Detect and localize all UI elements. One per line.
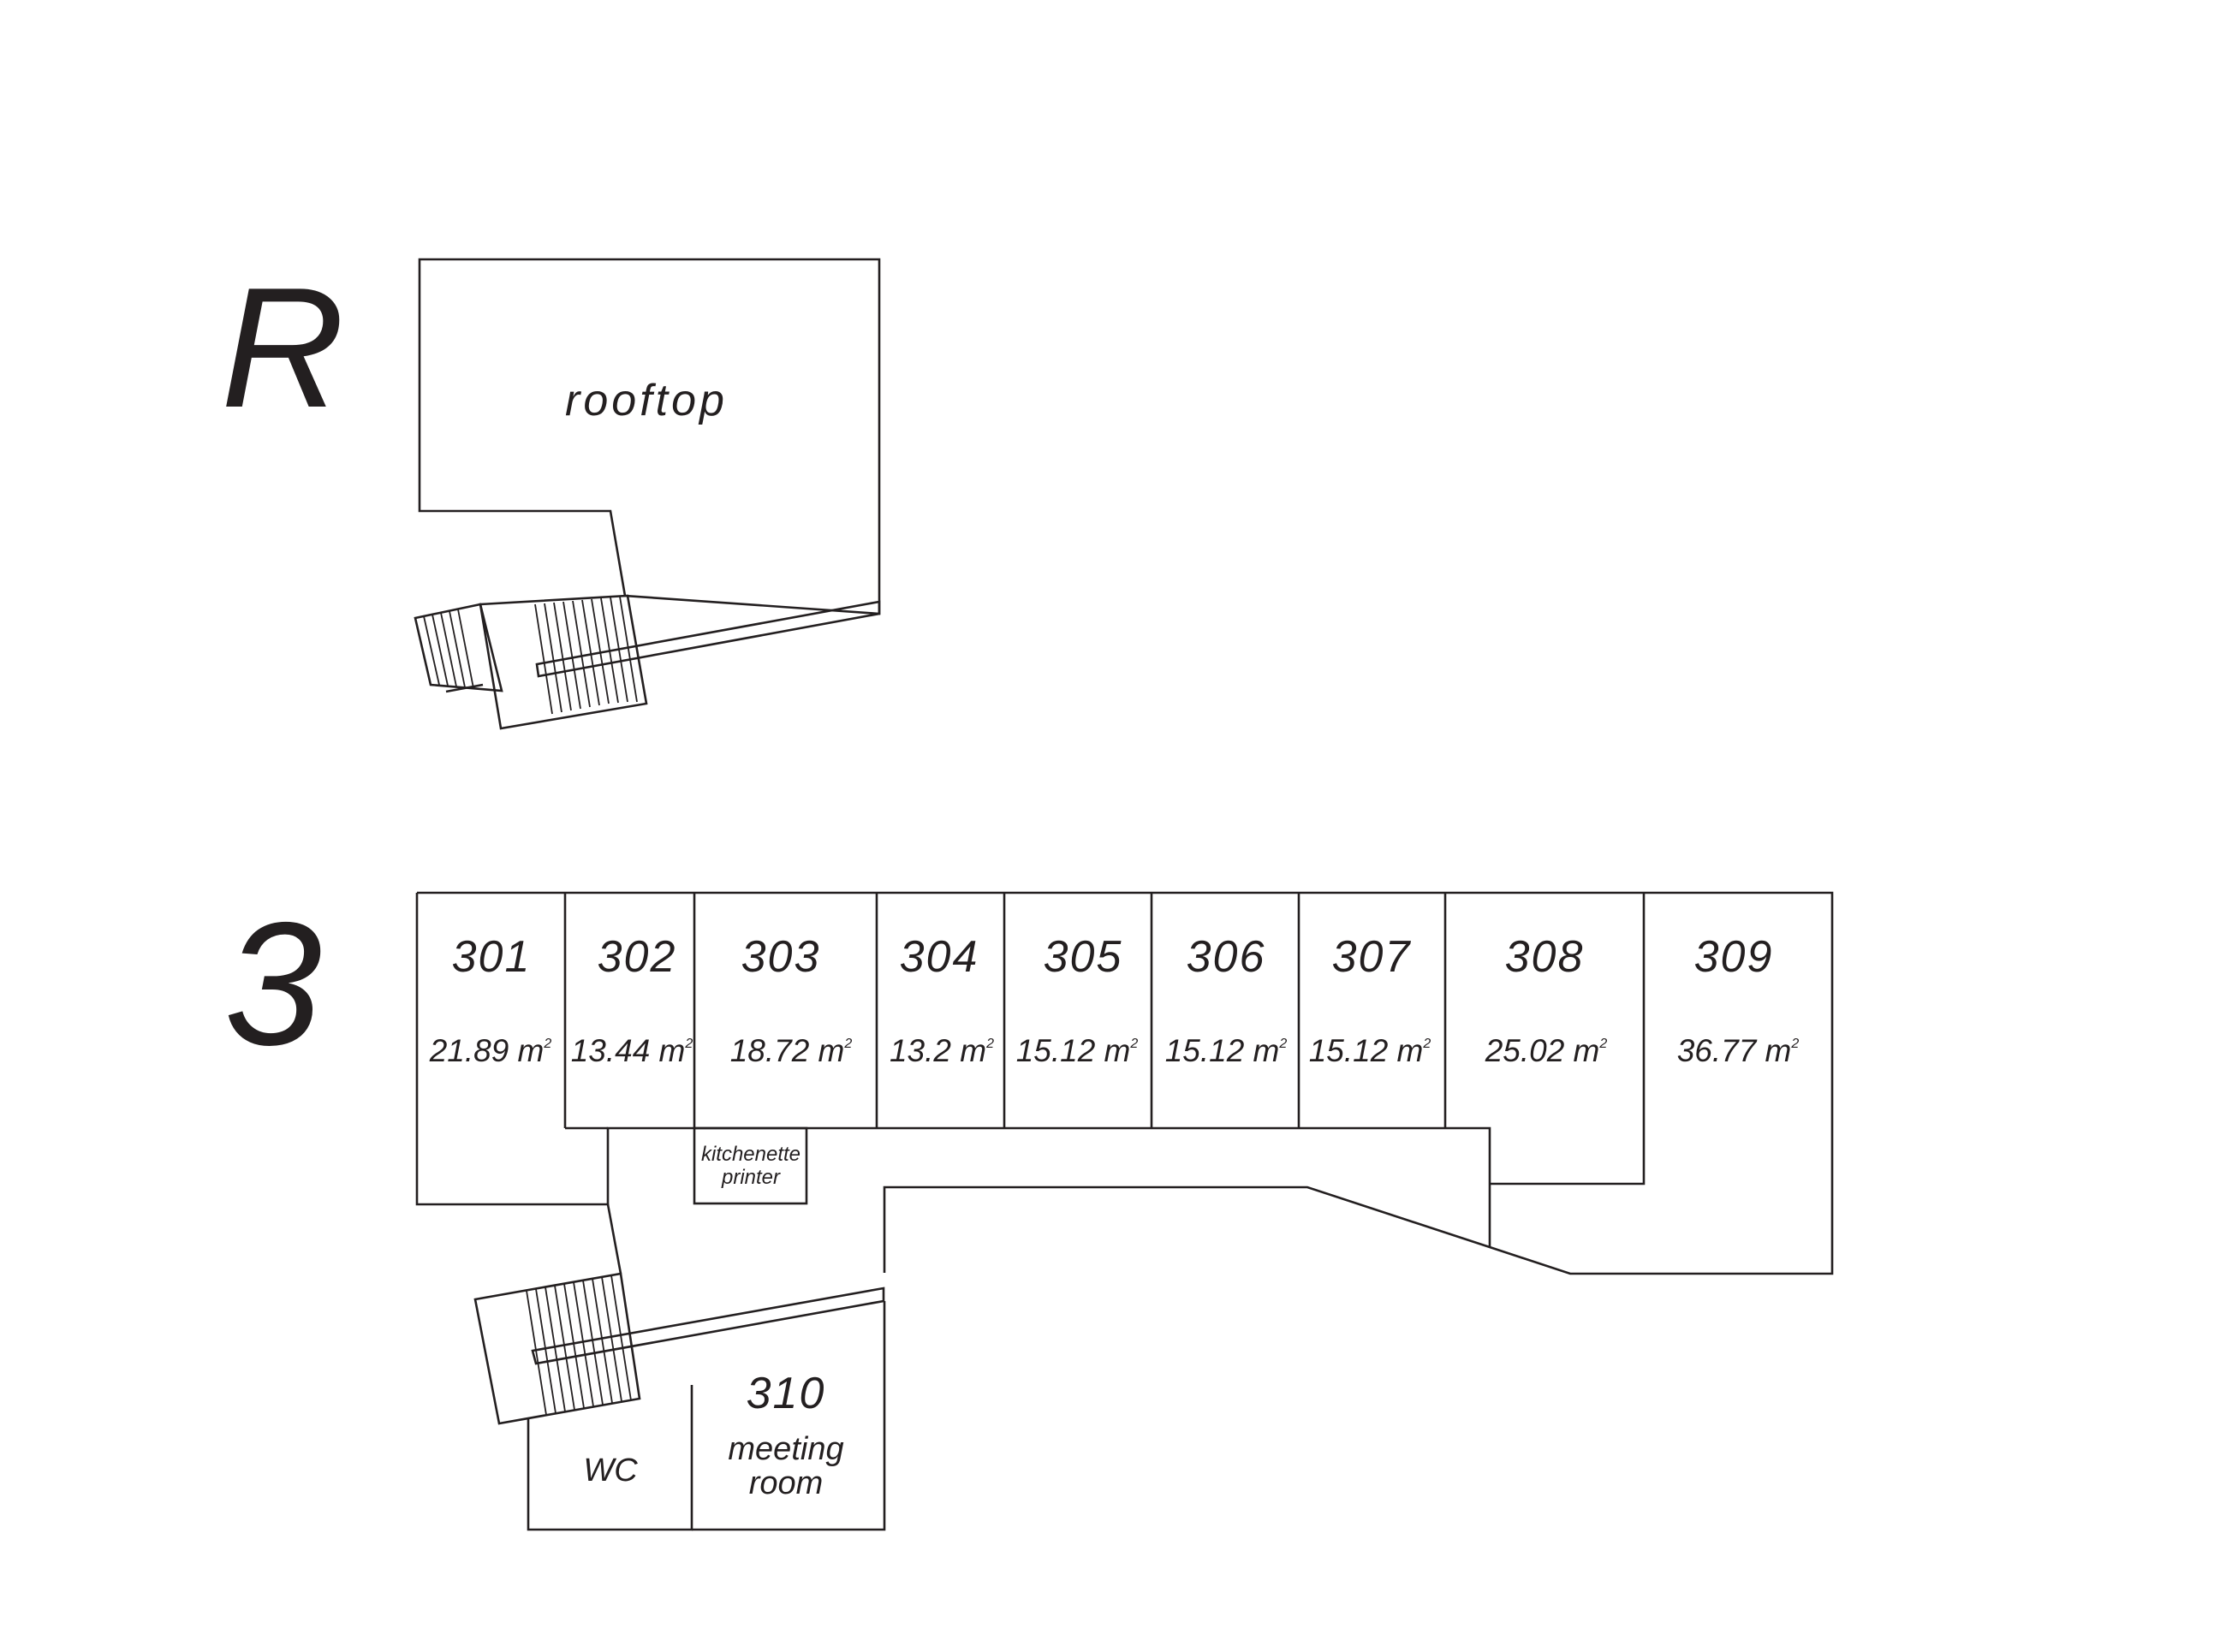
room-305: 305 15.12 m2 [1016,932,1139,1068]
printer-label: printer [721,1166,781,1189]
roof-stair [414,594,648,730]
room-number: 304 [900,932,979,982]
room-number: 306 [1187,932,1266,982]
room-number: 308 [1505,932,1585,982]
room-area: 18.72 m2 [730,1033,853,1068]
floor-label-roof: R [221,253,344,443]
room-number: 301 [452,932,532,982]
roof-stair-steps [423,596,638,715]
room-area: 15.12 m2 [1309,1033,1431,1068]
roof-floor: R rooftop [221,253,881,730]
room-area: 21.89 m2 [429,1033,552,1068]
room-308: 308 25.02 m2 [1485,932,1608,1068]
room-304: 304 13.2 m2 [890,932,994,1068]
room-area: 13.2 m2 [890,1033,994,1068]
room-area: 15.12 m2 [1165,1033,1288,1068]
room-number: 310 [747,1369,826,1418]
room-number: 302 [598,932,677,982]
room-number: 307 [1332,932,1412,982]
room-number: 305 [1044,932,1123,982]
kitchenette-printer: kitchenette printer [693,1126,808,1205]
corridor-wall [606,1203,622,1275]
room-label: room [749,1465,824,1501]
room-310: 310 meeting room [692,1301,886,1531]
rooftop-outline [418,258,881,615]
room-303: 303 18.72 m2 [730,932,853,1068]
room-area: 13.44 m2 [571,1033,693,1068]
room-number: 309 [1694,932,1774,982]
room-number: 303 [741,932,821,982]
room-area: 25.02 m2 [1485,1033,1608,1068]
room-301: 301 21.89 m2 [429,932,552,1068]
room-306: 306 15.12 m2 [1165,932,1288,1068]
room-309: 309 36.77 m2 [1677,932,1800,1068]
rooftop-label: rooftop [565,376,728,425]
meeting-label: meeting [728,1431,843,1467]
floor-label-3: 3 [224,886,322,1082]
office-strip [415,891,1834,1275]
roof-ramp [535,600,881,678]
wc-room: WC [527,1385,693,1531]
room-area: 36.77 m2 [1677,1033,1800,1068]
room-area: 15.12 m2 [1016,1033,1139,1068]
kitchenette-label: kitchenette [701,1143,801,1166]
room-307: 307 15.12 m2 [1309,932,1431,1068]
third-floor: 3 301 21.89 m2 302 13.44 m2 303 18.72 m2 [224,886,1834,1531]
room-302: 302 13.44 m2 [571,932,693,1068]
wc-label: WC [583,1453,638,1489]
third-floor-stair-steps [526,1275,632,1416]
